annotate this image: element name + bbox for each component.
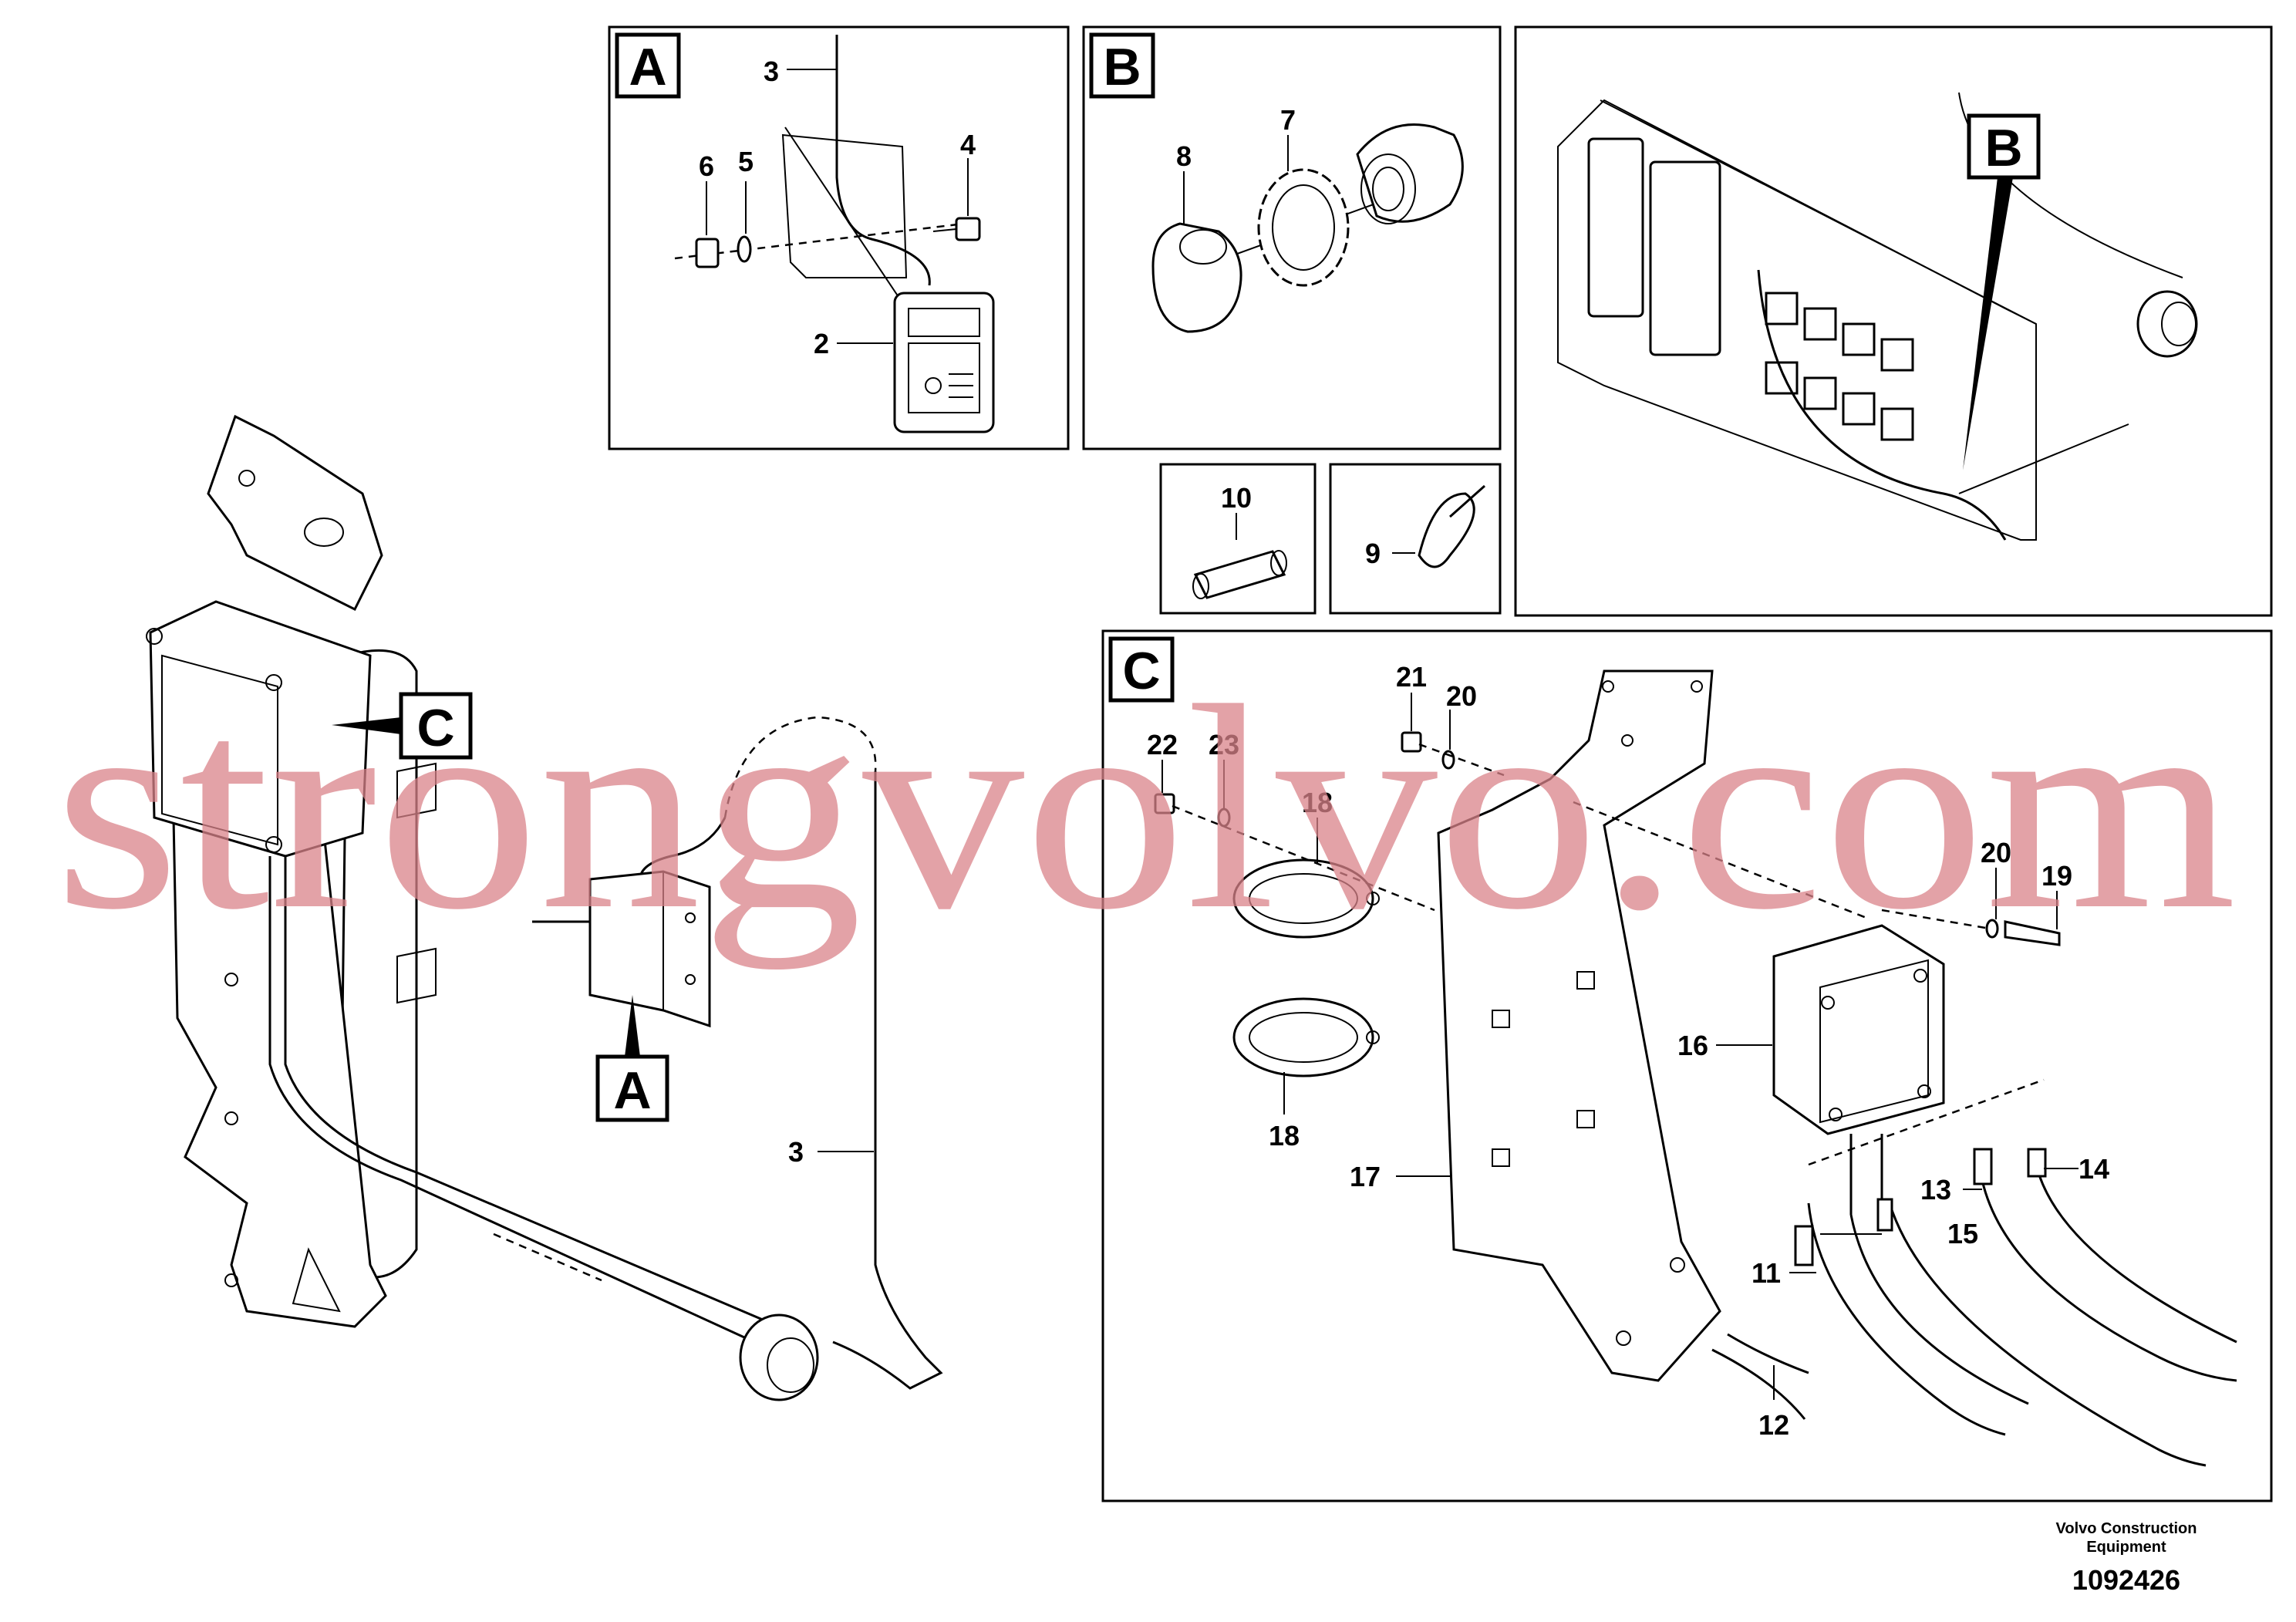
ecu-module-center <box>1649 160 1721 356</box>
callout-a-pointer <box>625 995 640 1057</box>
connector-11 <box>1794 1225 1814 1266</box>
callout-c-letter: C <box>416 699 454 757</box>
screw-22 <box>1154 793 1175 814</box>
label-19: 19 <box>2041 860 2072 892</box>
label-14: 14 <box>2079 1153 2109 1185</box>
main-connector <box>739 1313 819 1401</box>
cable-3-detail <box>835 35 931 286</box>
label-10: 10 <box>1221 482 1252 514</box>
main-cable <box>268 856 772 1351</box>
display-device-2 <box>893 292 995 433</box>
label-4: 4 <box>960 129 976 160</box>
bolt-axis <box>674 222 965 260</box>
wire-harness <box>1757 269 2007 541</box>
callout-b-letter: B <box>1984 119 2022 177</box>
bracket-17 <box>1437 669 1721 1382</box>
label-23: 23 <box>1209 729 1239 760</box>
nut-21 <box>1401 731 1422 753</box>
panel-a-letter-box <box>615 32 681 99</box>
footer-company-line1: Volvo Construction <box>2055 1520 2197 1537</box>
clamp-18-upper <box>1232 858 1380 939</box>
label-3: 3 <box>764 56 779 87</box>
panel-a: A 3 6 5 4 2 <box>608 25 1070 450</box>
label-16: 16 <box>1677 1030 1708 1061</box>
cable-12 <box>1727 1333 1809 1374</box>
nut-6 <box>695 238 720 268</box>
connector-14 <box>2027 1148 2047 1178</box>
mounting-plate-top <box>207 414 383 612</box>
label-11: 11 <box>1752 1257 1781 1289</box>
main-assembly: C A 3 <box>146 414 943 1401</box>
locking-ring-7 <box>1257 168 1350 287</box>
washer-23 <box>1217 808 1231 828</box>
callout-a-letter: A <box>613 1061 651 1120</box>
label-6: 6 <box>699 150 714 182</box>
label-15: 15 <box>1947 1218 1978 1249</box>
control-box-16 <box>1772 924 1945 1135</box>
label-17: 17 <box>1350 1161 1381 1192</box>
control-box-main <box>146 600 372 858</box>
relay-block <box>1765 292 1914 441</box>
label-21: 21 <box>1396 661 1427 693</box>
cable-14 <box>2035 1164 2237 1344</box>
cable-3 <box>832 771 943 1390</box>
watermark-text: strongvolvo.com <box>54 646 2237 970</box>
washer-20-lower <box>1985 919 1999 939</box>
panel-b-letter-box <box>1089 32 1155 99</box>
panel-c-letter-box <box>1108 636 1175 703</box>
label-22: 22 <box>1147 729 1178 760</box>
label-8: 8 <box>1176 140 1192 172</box>
washer-5 <box>737 235 752 263</box>
strap <box>784 126 899 298</box>
label-13: 13 <box>1920 1174 1951 1206</box>
callout-a-box <box>595 1054 669 1122</box>
bracket-plate <box>781 133 908 278</box>
callout-b-pointer <box>1963 177 2013 470</box>
footer-doc-number: 1092426 <box>2072 1564 2181 1596</box>
label-3-main: 3 <box>788 1136 804 1168</box>
fuse-10 <box>1192 550 1287 599</box>
panel-c: C <box>1101 629 2273 1502</box>
harness-connector <box>2136 290 2198 358</box>
panel-b-letter: B <box>1103 38 1141 96</box>
clamp-18-lower <box>1232 997 1380 1077</box>
bolt-19 <box>2004 920 2061 946</box>
callout-b-box <box>1967 113 2041 180</box>
socket <box>1356 123 1464 224</box>
footer-company-line2: Equipment <box>2086 1539 2166 1556</box>
cable-tie-9 <box>1418 484 1485 568</box>
label-2: 2 <box>814 328 829 359</box>
label-12: 12 <box>1758 1409 1789 1441</box>
ecu-module-left <box>1587 137 1644 318</box>
connector-13 <box>1973 1148 1993 1185</box>
label-20-upper: 20 <box>1446 680 1477 712</box>
panel-detail: B <box>1514 25 2273 617</box>
cap-8 <box>1151 222 1242 333</box>
callout-c-pointer <box>332 717 401 734</box>
label-20-lower: 20 <box>1981 837 2011 868</box>
bracket-a-location <box>588 870 711 1028</box>
label-5: 5 <box>738 146 754 177</box>
panel-a-letter: A <box>629 38 666 96</box>
panel-9: 9 <box>1329 463 1502 615</box>
cable-11 <box>1807 1202 2006 1436</box>
label-18-upper: 18 <box>1302 787 1333 818</box>
label-9: 9 <box>1365 538 1381 569</box>
cabinet-frame <box>1557 99 2037 541</box>
footer-company: Volvo Construction Equipment <box>2034 1519 2219 1556</box>
panel-c-letter: C <box>1122 642 1160 700</box>
panel-b: B 7 8 <box>1082 25 1502 450</box>
label-7: 7 <box>1280 104 1296 136</box>
bolt-4 <box>955 217 981 241</box>
label-18-lower: 18 <box>1269 1120 1300 1152</box>
panel-10: 10 <box>1159 463 1317 615</box>
cable-15 <box>1888 1202 2207 1467</box>
cable-13 <box>1981 1179 2237 1382</box>
vertical-bracket <box>172 816 387 1328</box>
